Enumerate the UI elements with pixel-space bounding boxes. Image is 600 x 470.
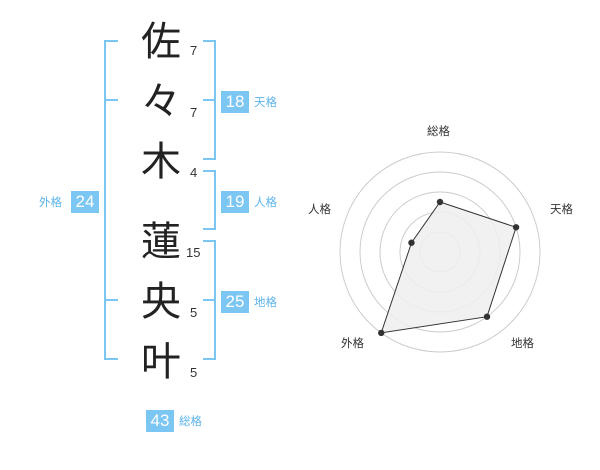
jinkaku-badge: 19: [221, 191, 249, 213]
stroke-count-3: 4: [190, 165, 198, 180]
tenkaku-label: 天格: [254, 95, 277, 109]
radar-data-point: [483, 313, 491, 320]
radar-data-point: [378, 329, 385, 337]
radar-data-point: [436, 198, 444, 206]
tenkaku-badge: 18: [221, 91, 249, 113]
radar-ring: [359, 171, 521, 333]
stroke-count-5: 5: [190, 305, 198, 320]
radar-data-points: [378, 198, 520, 337]
radar-axis-label-jinkaku: 人格: [308, 202, 331, 216]
radar-axis-label-tenkaku: 天格: [550, 202, 573, 216]
stroke-count-2: 7: [190, 105, 198, 120]
stroke-count-4: 15: [186, 245, 201, 260]
radar-axis-label-chikaku: 地格: [511, 336, 534, 350]
name-char-6: 叶: [141, 339, 181, 385]
radar-axis-label-soukaku: 総格: [427, 124, 450, 138]
name-char-5: 央: [141, 279, 181, 325]
radar-data-polygon: [380, 201, 517, 334]
radar-ring: [339, 151, 541, 353]
soukaku-badge: 43: [146, 410, 174, 432]
stroke-count-1: 7: [190, 43, 198, 58]
jinkaku-label: 人格: [254, 195, 277, 209]
chikaku-badge: 25: [221, 291, 249, 313]
radar-data-point: [408, 239, 415, 246]
name-char-2: 々: [141, 79, 181, 125]
gaikaku-badge: 24: [71, 191, 99, 213]
gaikaku-bracket-tick-1: [104, 99, 118, 101]
gaikaku-label: 外格: [39, 195, 62, 209]
chikaku-bracket-tick: [203, 299, 216, 301]
name-char-3: 木: [141, 139, 181, 185]
gaikaku-bracket: [104, 40, 118, 360]
radar-axis-label-gaikaku: 外格: [341, 336, 364, 350]
chikaku-label: 地格: [254, 295, 277, 309]
radar-data-point: [512, 224, 520, 231]
tenkaku-bracket-tick: [203, 99, 216, 101]
stroke-count-6: 5: [190, 365, 198, 380]
gaikaku-bracket-tick-2: [104, 299, 118, 301]
jinkaku-bracket: [203, 170, 216, 230]
soukaku-label: 総格: [179, 414, 202, 428]
name-char-4: 蓮: [141, 219, 181, 265]
name-char-1: 佐: [141, 19, 181, 65]
